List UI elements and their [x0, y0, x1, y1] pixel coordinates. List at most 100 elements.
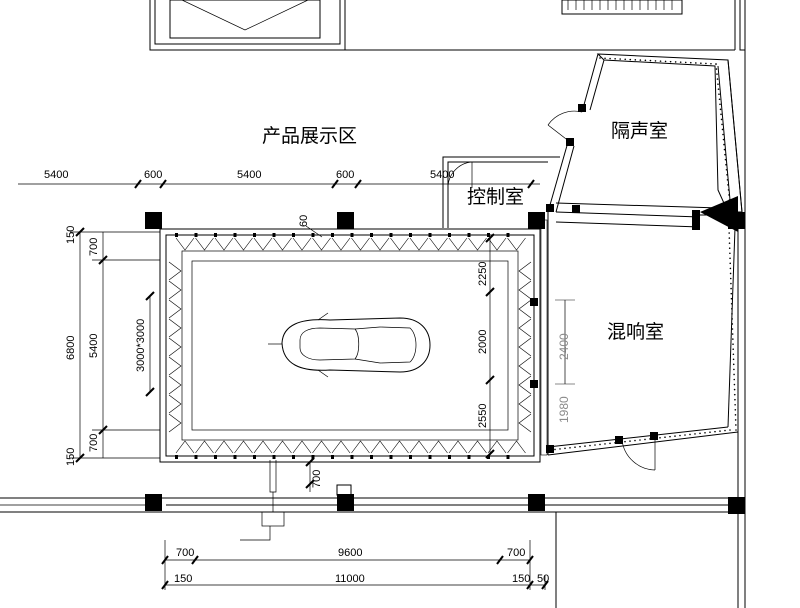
panel-stud: [175, 233, 178, 237]
wall-hatch: [684, 61, 687, 64]
wall-hatch: [719, 103, 721, 106]
wall-hatch: [724, 429, 726, 432]
wall-hatch: [731, 333, 734, 335]
cable-detail: [232, 460, 352, 541]
soundproof-room-walls: [547, 53, 743, 228]
wall-hatch: [584, 445, 586, 447]
panel-top: [507, 237, 526, 251]
wall-hatch: [619, 58, 621, 60]
wall-hatch: [634, 59, 637, 61]
panel-stud: [448, 233, 451, 237]
panel-top: [214, 237, 234, 251]
wall-hatch: [654, 60, 657, 62]
wall-hatch: [715, 68, 718, 70]
wall-hatch: [705, 62, 707, 65]
dim-left-150-top: 150: [65, 226, 77, 244]
panel-stud: [311, 455, 315, 459]
panel-bottom: [370, 440, 390, 454]
panel-stud: [272, 455, 276, 459]
wall-hatch: [733, 388, 736, 391]
panel-stud: [311, 233, 315, 237]
dim-gray-2400: 2400: [557, 333, 571, 360]
wall-hatch: [721, 128, 724, 131]
panel-stud: [214, 455, 217, 459]
wall-hatch: [679, 61, 682, 63]
panel-stud: [506, 233, 510, 237]
wall-hatch: [689, 61, 692, 64]
panel-top: [448, 237, 468, 251]
panel-left: [168, 299, 182, 319]
wall-hatch: [729, 257, 731, 260]
panel-left: [168, 280, 182, 300]
wall-hatch: [729, 272, 732, 275]
panel-top: [175, 237, 195, 251]
wall-hatch: [721, 123, 723, 126]
panel-left: [168, 337, 182, 357]
wall-hatch: [726, 179, 729, 181]
panel-bottom: [448, 440, 468, 454]
dim-left-700-bot: 700: [88, 434, 100, 452]
wall-hatch: [659, 60, 662, 62]
dim-left-700-top: 700: [88, 238, 100, 256]
wall-hatch: [722, 133, 724, 136]
wall-hatch: [731, 323, 734, 325]
wall-hatch: [659, 436, 661, 439]
panel-stud: [370, 455, 373, 459]
wall-hatch: [718, 93, 720, 96]
wall-hatch: [717, 83, 719, 85]
structural-columns: [145, 104, 745, 514]
wall-hatch: [594, 444, 596, 446]
wall-hatch: [624, 58, 627, 61]
wall-hatch: [716, 73, 718, 75]
wall-hatch: [725, 163, 727, 166]
wall-hatch: [554, 448, 556, 451]
wall-hatch: [732, 358, 735, 361]
panel-stud: [428, 233, 432, 237]
reverb-room-walls: [539, 212, 739, 471]
wall-hatch: [609, 57, 611, 60]
wall-hatch: [629, 440, 631, 442]
wall-hatch: [669, 60, 672, 63]
panel-stud: [233, 455, 237, 459]
panel-bottom: [175, 440, 195, 454]
wall-hatch: [733, 383, 736, 386]
panel-bottom: [429, 440, 448, 454]
panel-right: [518, 299, 532, 319]
panel-stud: [253, 233, 256, 237]
dim-top-5400-b: 5400: [237, 169, 261, 181]
outer-lines: [0, 0, 746, 608]
dim-bot-150-b: 150: [512, 573, 530, 585]
panel-bottom: [351, 440, 370, 454]
panel-stud: [389, 233, 393, 237]
panel-bottom: [195, 440, 214, 454]
panel-stud: [292, 455, 295, 459]
wall-hatch: [730, 297, 733, 300]
wall-hatch: [700, 62, 702, 65]
wall-hatch: [735, 424, 737, 426]
wall-hatch: [724, 158, 727, 161]
wall-hatch: [734, 409, 737, 411]
wall-hatch: [727, 189, 730, 191]
wall-hatch: [689, 433, 691, 436]
wall-hatch: [644, 438, 646, 441]
panel-stud: [233, 233, 237, 237]
dim-bot-700-b: 700: [507, 547, 525, 559]
panel-top: [234, 237, 253, 251]
dim-left-6800: 6800: [65, 336, 77, 360]
panel-stud: [487, 455, 490, 459]
wall-hatch: [731, 308, 733, 310]
panel-right: [518, 337, 532, 357]
panel-stud: [292, 233, 295, 237]
panel-bottom: [507, 440, 526, 454]
dim-right-2250: 2250: [477, 262, 489, 286]
dim-bot-11000: 11000: [335, 573, 365, 585]
wall-hatch: [729, 262, 732, 265]
panel-bottom: [312, 440, 331, 454]
panel-stud: [389, 455, 393, 459]
wall-hatch: [674, 435, 676, 437]
wall-hatch: [732, 338, 734, 340]
panel-left: [168, 261, 182, 281]
panel-top: [429, 237, 448, 251]
wall-hatch: [709, 431, 711, 434]
